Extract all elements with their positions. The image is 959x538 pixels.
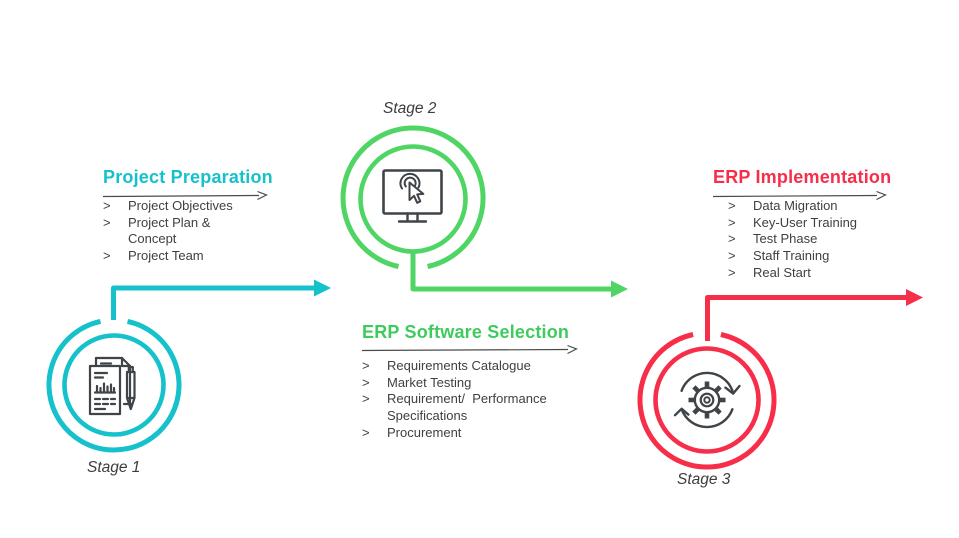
bullet-marker: > [728,214,736,230]
arrowhead-icon [876,190,887,201]
monitor-frame [382,169,443,215]
list-item: > Project Team [103,248,273,265]
heading-underline-arrow-1 [102,190,268,201]
list-item: > Procurement [362,425,569,442]
list-item: > Key-User Training [728,215,891,232]
gear-hub-outer [699,392,715,408]
arrowhead-icon [257,190,268,201]
documents-pen-icon [88,356,136,416]
outer-ring [46,318,182,453]
bullet-marker: > [103,198,111,213]
section-erp-software-selection: ERP Software Selection > Requirements Ca… [362,322,569,442]
bullet-list: > Requirements Catalogue > Market Testin… [362,358,569,442]
bullet-marker [103,231,128,248]
arrowhead-icon [567,344,578,355]
arrowhead-icon [906,289,923,306]
bullet-marker [362,408,387,425]
monitor-stand [397,212,428,223]
inner-ring [62,333,166,437]
list-item: > Requirements Catalogue [362,358,569,375]
connector-arrow-1 [111,279,331,320]
bullet-text: Staff Training [753,248,830,264]
bullet-list: > Data Migration > Key-User Training > T… [713,198,891,282]
cursor [408,181,425,204]
bullet-text: Data Migration [753,198,838,213]
bullet-marker: > [728,231,736,247]
sync-arc-top [680,371,735,395]
monitor-click-icon [382,169,443,223]
connector-arrow-2 [410,253,628,298]
bullet-marker: > [728,198,736,213]
list-item: > Staff Training [728,248,891,265]
list-item: > Requirement/ Performance [362,391,569,408]
bullet-text: Concept [128,231,177,247]
bullet-marker: > [362,374,370,390]
bullet-marker: > [362,391,370,407]
bullet-marker: > [728,264,736,280]
bullet-list: > Project Objectives > Project Plan & Co… [103,198,273,265]
bullet-text: Market Testing [387,374,472,390]
click-ring-outer [399,172,421,190]
outer-ring [340,125,486,269]
gear-hub-inner [703,396,711,404]
inner-ring [358,144,468,254]
section-title: ERP Software Selection [362,322,570,342]
arrowhead-icon [314,279,331,297]
list-item: > Data Migration [728,198,891,215]
bullet-text: Procurement [387,424,462,440]
connector-arrow-3 [705,289,923,341]
bullet-text: Requirements Catalogue [387,358,531,373]
section-title: Project Preparation [103,167,273,187]
stage-3-label: Stage 3 [677,471,731,488]
bullet-marker: > [103,214,111,230]
outer-ring [637,332,777,470]
bullet-text: Requirement/ Performance [387,391,547,407]
inner-ring [653,346,761,454]
bullet-marker: > [103,248,111,264]
pen [125,365,136,411]
bullet-text: Project Plan & [128,214,211,230]
sync-arc-bottom [680,408,734,429]
list-item: > Test Phase [728,231,891,248]
bullet-text: Test Phase [753,231,818,247]
click-ring-inner [403,176,417,188]
stage-1-circle [46,318,182,453]
sync-arc-bottom-head [673,407,690,417]
stage-2-circle [340,125,486,269]
bullet-marker: > [362,358,370,373]
list-item: > Real Start [728,265,891,282]
bullet-marker: > [728,248,736,264]
heading-underline-arrow-2 [361,344,578,355]
list-item: > Project Objectives [103,198,273,215]
bullet-text: Real Start [753,264,811,280]
bullet-text: Project Team [128,248,204,264]
list-item: > Market Testing [362,375,569,392]
stage-3-circle [637,332,777,470]
bullet-text: Key-User Training [753,214,858,230]
section-title: ERP Implementation [713,167,892,187]
list-item: Concept [103,231,273,248]
section-erp-implementation: ERP Implementation > Data Migration > Ke… [713,167,891,282]
arrowhead-icon [611,280,628,298]
list-item: > Project Plan & [103,215,273,232]
bullet-marker: > [362,424,370,440]
gear-body [693,386,721,414]
bullet-text: Specifications [387,408,468,424]
list-item: Specifications [362,408,569,425]
heading-underline-arrow-3 [712,190,887,201]
sync-arc-top-head [724,384,741,395]
gear-sync-icon [673,371,741,429]
stage-1-label: Stage 1 [87,459,141,476]
section-project-preparation: Project Preparation > Project Objectives… [103,167,273,265]
stage-2-label: Stage 2 [383,100,437,117]
bullet-text: Project Objectives [128,198,233,213]
